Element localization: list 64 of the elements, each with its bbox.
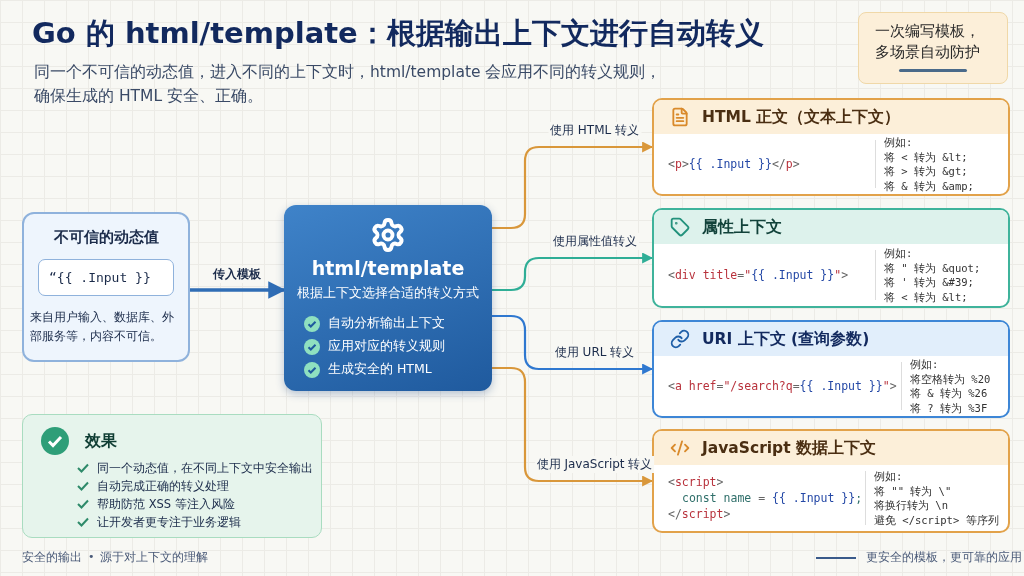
note-text: 一次编写模板，多场景自动防护 [875, 22, 981, 62]
footer-text: 更安全的模板，更可靠的应用 [866, 550, 1022, 565]
example-text: 将换行转为 \n [874, 498, 949, 513]
context-card [652, 208, 1010, 308]
box-subtitle: 根据上下文选择合适的转义方式 [297, 285, 479, 302]
card-title: 属性上下文 [702, 216, 782, 238]
code-line: const name = {{ .Input }}; [681, 491, 864, 505]
example-text: 例如: [884, 246, 914, 261]
context-card [652, 98, 1010, 196]
card-title: 效果 [85, 430, 117, 452]
card-title: URI 上下文 (查询参数) [702, 328, 870, 350]
example-text: 将 < 转为 &lt; [884, 149, 969, 164]
code-line: <a href="/search?q={{ .Input }}"> [668, 379, 898, 393]
edge-label: 传入模板 [211, 266, 263, 283]
input-box: “{{ .Input }} [38, 259, 174, 296]
separator-dot: • [88, 550, 95, 563]
source-card [22, 212, 190, 362]
example-text: 将 & 转为 %26 [910, 386, 989, 401]
context-card [652, 320, 1010, 418]
example-text: 将 ' 转为 &#39; [884, 275, 975, 290]
feature-text: 应用对应的转义规则 [328, 338, 445, 355]
example-text: 将 " 转为 &quot; [884, 260, 982, 275]
card-title: JavaScript 数据上下文 [702, 437, 876, 459]
arrow [190, 281, 286, 299]
arrow [492, 366, 654, 487]
note-box [858, 12, 1008, 84]
example-text: 将 "" 转为 \" [874, 483, 953, 498]
benefit-text: 让开发者更专注于业务逻辑 [97, 514, 241, 530]
subtitle: 同一个不可信的动态值，进入不同的上下文时，html/template 会应用不同的转义规则，确保生成的 HTML 安全、正确。 [34, 62, 663, 107]
edge-label: 使用 JavaScript 转义 [534, 456, 655, 473]
example-text: 将 & 转为 &amp; [884, 178, 975, 193]
edge-label: 使用 URL 转义 [552, 344, 637, 361]
example-text: 将 > 转为 &gt; [884, 164, 969, 179]
description: 来自用户输入、数据库、外部服务等，内容不可信。 [30, 309, 175, 345]
benefit-text: 帮助防范 XSS 等注入风险 [97, 496, 235, 512]
example-text: 将空格转为 %20 [910, 371, 992, 386]
template-engine-box [284, 205, 492, 391]
example-text: 将 < 转为 &lt; [884, 289, 969, 304]
benefit-text: 自动完成正确的转义处理 [97, 478, 229, 494]
example-text: 例如: [884, 135, 914, 150]
edge-label: 使用属性值转义 [550, 233, 639, 250]
code-line: <p>{{ .Input }}</p> [668, 157, 801, 171]
card-title: 不可信的动态值 [53, 228, 159, 247]
feature-text: 自动分析输出上下文 [328, 315, 445, 332]
code-line: </script> [668, 507, 732, 521]
footer-text: 安全的输出 [22, 550, 82, 565]
title: Go 的 html/template：根据输出上下文进行自动转义 [32, 15, 764, 52]
arrow [492, 141, 654, 230]
example-text: 例如: [874, 469, 904, 484]
context-card [652, 429, 1010, 533]
example-text: 避免 </script> 等序列 [874, 512, 1000, 527]
card-title: HTML 正文（文本上下文） [702, 106, 901, 128]
benefit-text: 同一个动态值，在不同上下文中安全输出 [97, 460, 313, 476]
arrow [492, 252, 654, 292]
example-text: 例如: [910, 357, 940, 372]
edge-label: 使用 HTML 转义 [548, 122, 641, 139]
example-text: 将 ? 转为 %3F [910, 400, 989, 415]
feature-text: 生成安全的 HTML [328, 361, 432, 378]
footer-text: 源于对上下文的理解 [100, 550, 208, 565]
box-title: html/template [311, 257, 465, 279]
code-line: <script> [668, 475, 725, 489]
code-line: <div title="{{ .Input }}"> [668, 268, 850, 282]
arrow [492, 314, 654, 375]
effect-card [22, 414, 322, 538]
